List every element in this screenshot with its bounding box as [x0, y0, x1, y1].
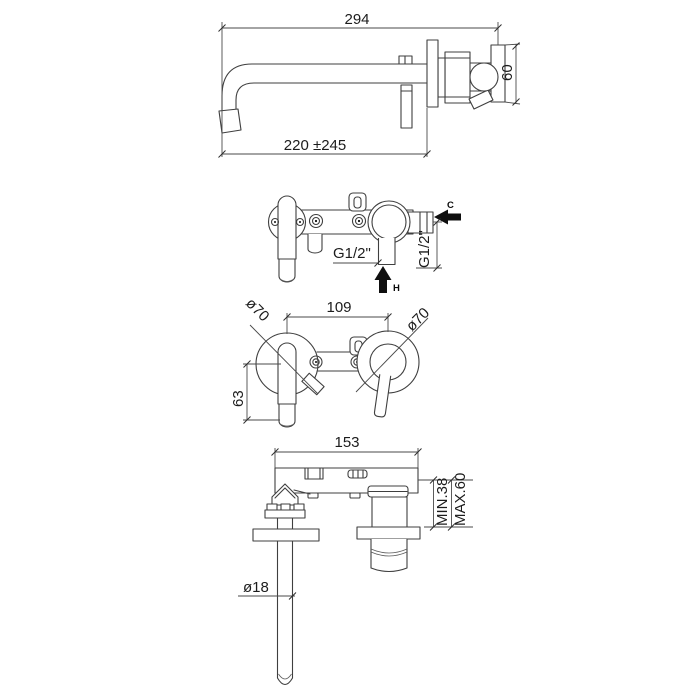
plan-view: 153: [238, 434, 473, 686]
dim-spout-drop: 63: [230, 360, 281, 424]
side-view: 294 220 ±245 60: [218, 11, 521, 158]
handle-lever-front: [373, 374, 392, 418]
dim-spout-diameter-text: ø18: [243, 579, 269, 596]
spout-outlet-aerator: [278, 258, 296, 283]
dim-wall-depth-max-text: MAX.60: [452, 473, 469, 526]
cartridge-circle: [469, 62, 499, 92]
dim-overall-length-text: 294: [344, 11, 369, 28]
spout-aerator-front: [278, 403, 296, 428]
spout-fitting-plan: [252, 483, 320, 686]
trim-front-view: 109 63 ø70 ø70: [230, 295, 433, 428]
dim-cold-inlet-thread: G1/2": [416, 218, 442, 272]
body-port-detail: [304, 467, 324, 480]
dim-cold-inlet-thread-text: G1/2": [416, 230, 433, 268]
dim-wall-depth-min-text: MIN.38: [434, 478, 451, 526]
dim-body-height: 60: [499, 42, 521, 106]
dim-center-distance-text: 109: [326, 299, 351, 316]
spout-wall-flange: [252, 528, 320, 542]
valve-block: [444, 51, 471, 104]
spout-tube-front: [277, 342, 297, 405]
dim-spout-projection-text: 220 ±245: [284, 137, 346, 154]
handle-lever-side: [400, 84, 413, 129]
escutcheon-plate-side: [426, 39, 439, 108]
spout-aerator-side: [218, 108, 242, 134]
lug-trim: [301, 372, 325, 396]
dim-wall-depth: MIN.38 MAX.60: [418, 473, 473, 531]
spout-tip-plan: [276, 677, 294, 686]
dim-body-length-text: 153: [334, 434, 359, 451]
cold-inlet-fitting: [407, 211, 434, 234]
locknut: [264, 509, 306, 519]
dim-hot-outlet-thread: G1/2": [333, 245, 382, 267]
flange-screw-left: [270, 217, 280, 227]
spout-outlet-tube: [277, 195, 297, 260]
handle-base: [369, 343, 407, 381]
bottom-lug: [307, 234, 323, 254]
bar-screw-left: [308, 213, 324, 229]
spout-side: [218, 63, 428, 134]
valve-stack-plan: [356, 485, 421, 573]
flange-screw-right: [295, 217, 305, 227]
body-slot-detail: [347, 469, 368, 479]
hot-inlet-stub: [377, 238, 396, 266]
mixer-cartridge-outer: [367, 200, 411, 244]
dim-center-distance: 109: [283, 299, 392, 334]
support-bracket: [468, 89, 494, 110]
dim-spout-drop-text: 63: [230, 390, 247, 407]
dim-hot-outlet-thread-text: G1/2": [333, 245, 371, 262]
bar-screw-right: [351, 213, 367, 229]
cold-label: C: [447, 200, 454, 211]
dim-right-escutcheon-text: ø70: [403, 305, 433, 335]
mounting-tab: [348, 192, 367, 212]
hot-inlet-arrow-icon: H: [374, 266, 400, 294]
trim-screw-left: [309, 355, 323, 369]
dim-body-height-text: 60: [499, 64, 516, 81]
handle-body-plan: [370, 539, 408, 573]
dim-overall-length: 294: [218, 11, 502, 157]
dim-spout-diameter: ø18: [238, 579, 297, 600]
handle-side: [398, 55, 413, 129]
dim-left-escutcheon-text: ø70: [242, 295, 272, 325]
dim-body-length: 153: [271, 434, 422, 468]
valve-neck: [371, 496, 408, 528]
cold-inlet-arrow-icon: C: [434, 200, 461, 225]
handle-wall-flange: [356, 526, 421, 540]
dim-spout-projection: 220 ±245: [218, 108, 431, 158]
hot-label: H: [393, 283, 400, 294]
rough-in-view: G1/2" H C G1/2": [267, 192, 461, 294]
